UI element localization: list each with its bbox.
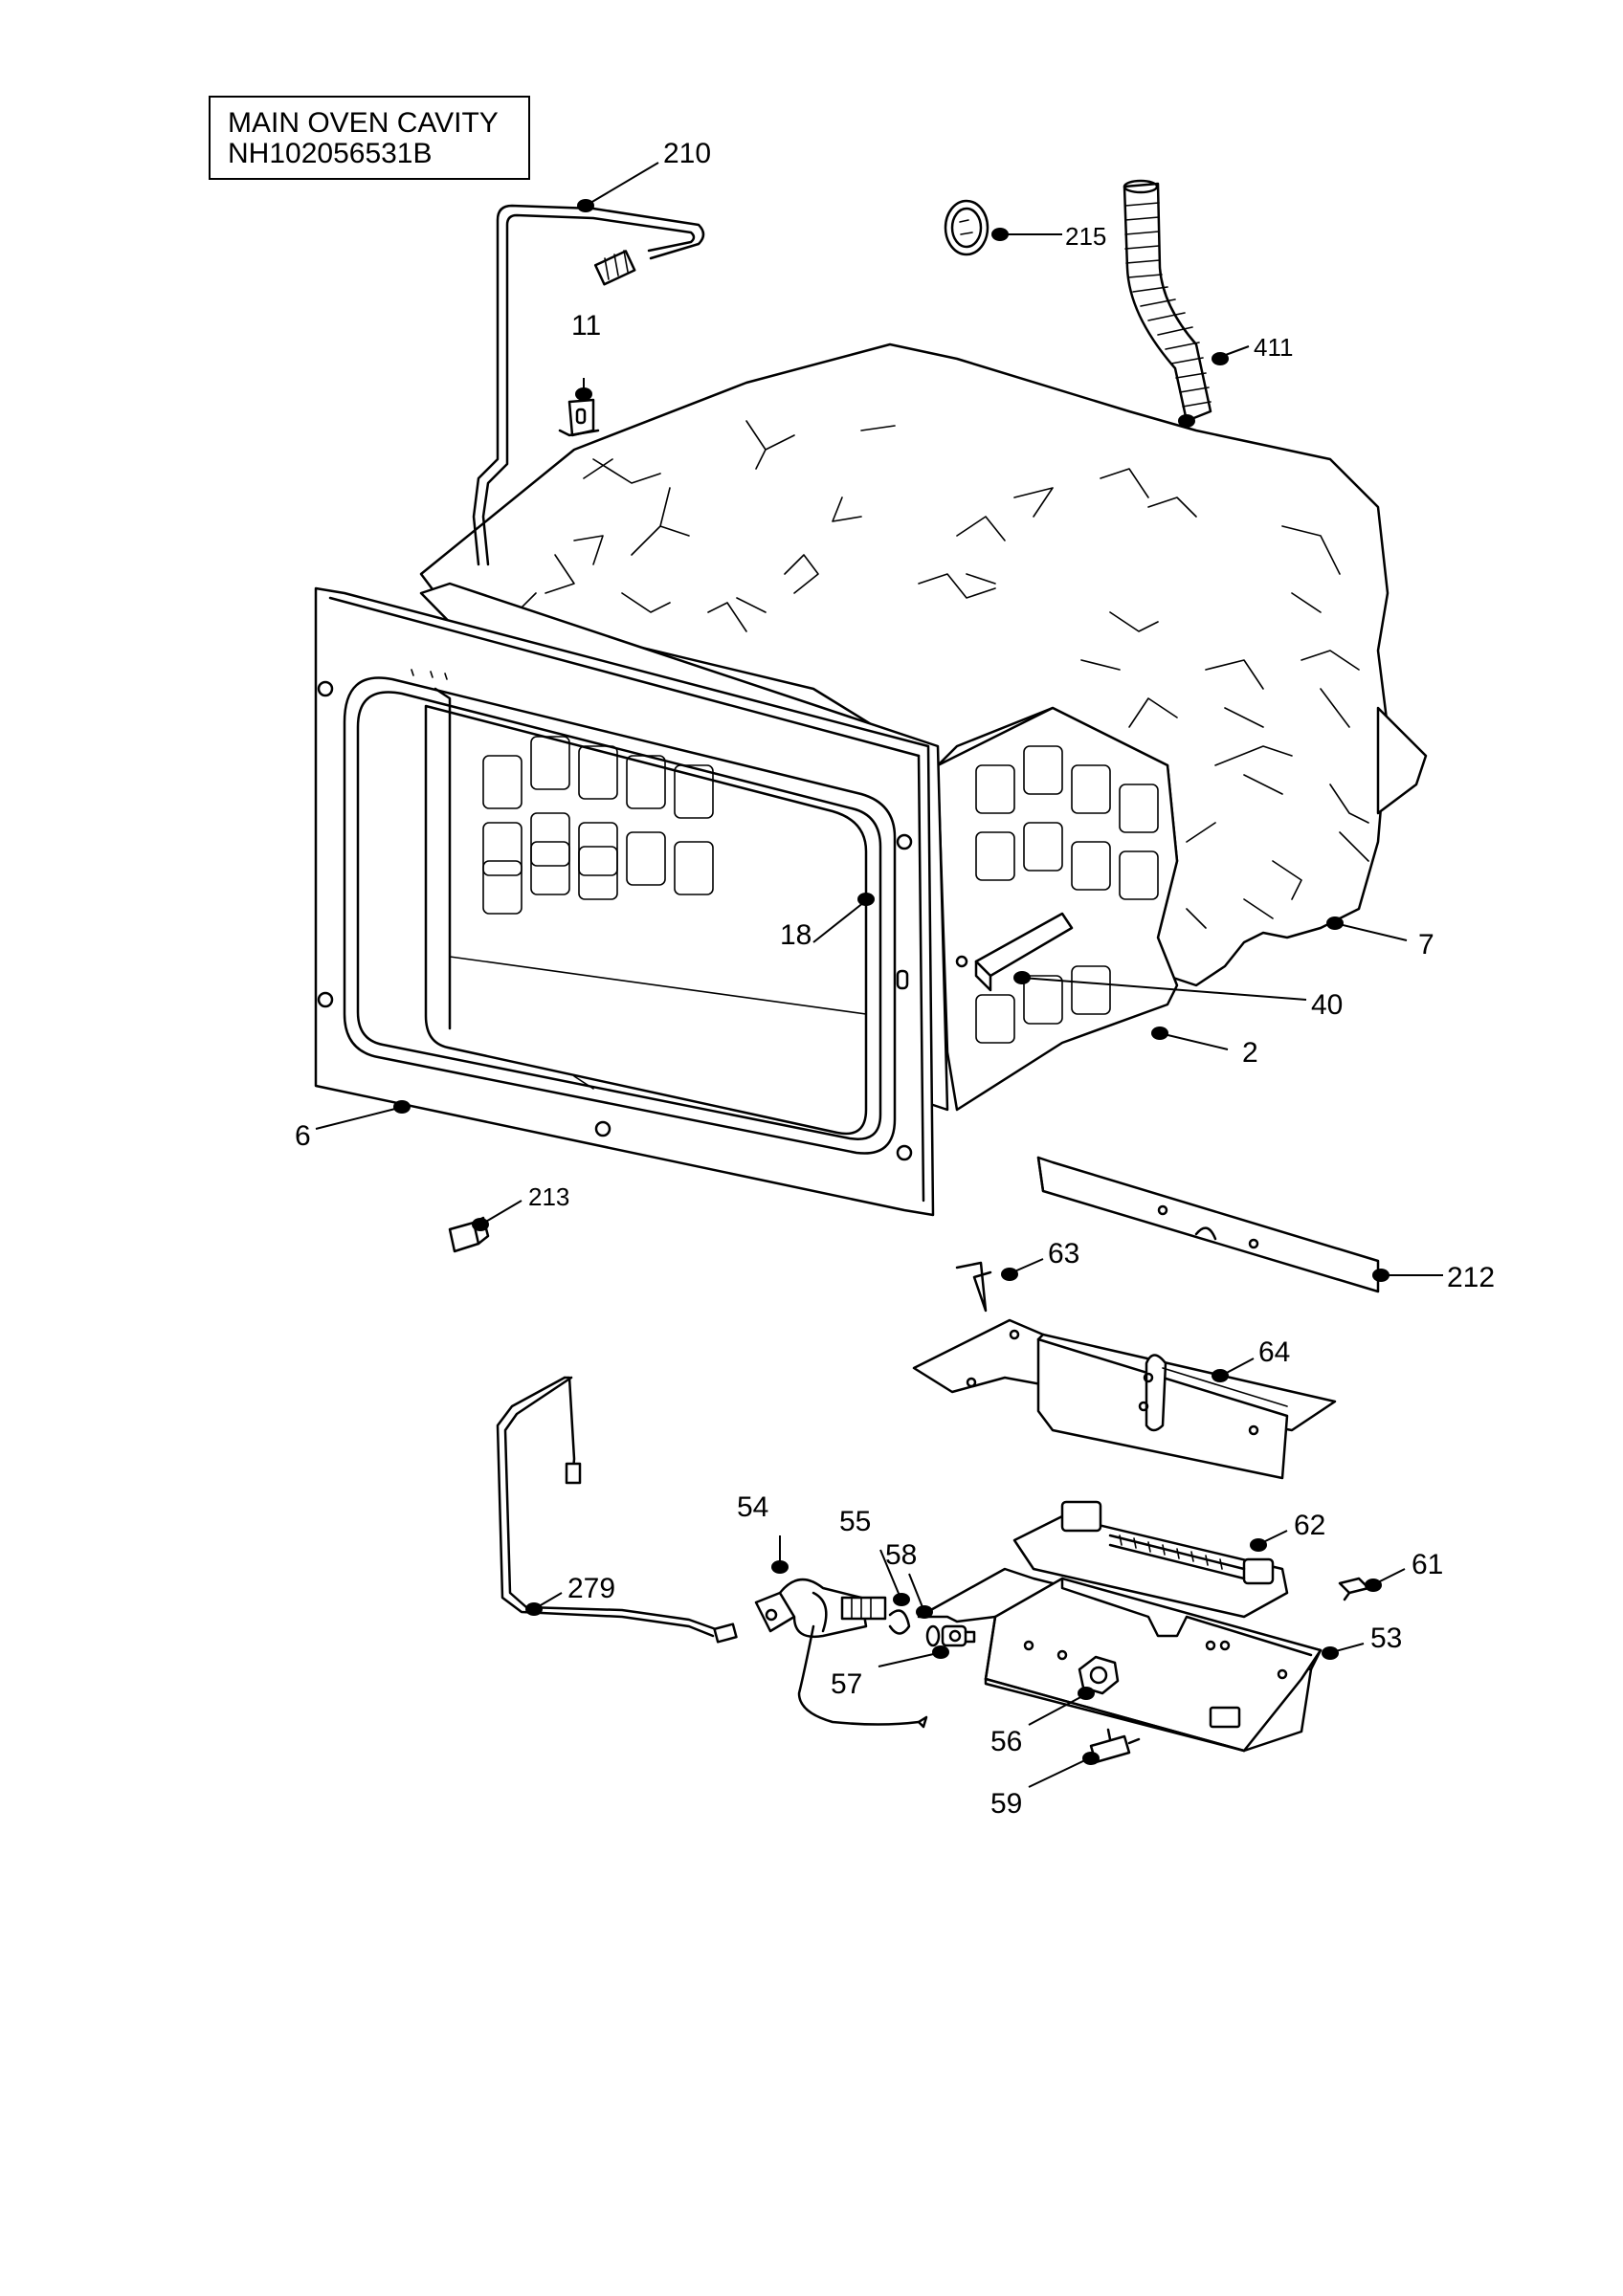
oven-burner xyxy=(1012,1500,1289,1619)
orifice-nut xyxy=(941,1624,976,1647)
callout-55: 55 xyxy=(839,1506,871,1537)
callout-dots xyxy=(393,199,1390,1765)
washer xyxy=(925,1624,941,1647)
burner-box xyxy=(917,1567,1323,1753)
gas-valve xyxy=(754,1578,928,1729)
callout-57: 57 xyxy=(831,1668,862,1700)
callout-213: 213 xyxy=(528,1182,569,1211)
diagram-title-box: MAIN OVEN CAVITY NH102056531B xyxy=(209,96,530,180)
callout-63: 63 xyxy=(1048,1238,1079,1269)
callout-53: 53 xyxy=(1370,1623,1402,1654)
callout-62: 62 xyxy=(1294,1510,1325,1541)
callout-58: 58 xyxy=(885,1539,917,1571)
callout-61: 61 xyxy=(1412,1549,1443,1580)
callout-7: 7 xyxy=(1418,929,1434,960)
callout-215: 215 xyxy=(1065,222,1106,251)
callout-59: 59 xyxy=(990,1788,1022,1820)
callout-11: 11 xyxy=(571,310,601,342)
diagram-title: MAIN OVEN CAVITY xyxy=(228,107,499,139)
callout-40: 40 xyxy=(1311,989,1343,1021)
door-frame-shield xyxy=(573,1075,594,1090)
callout-leaders xyxy=(315,162,1443,1788)
sensor-bracket xyxy=(955,912,1074,992)
hole-plug xyxy=(944,199,989,256)
insulation-blanket xyxy=(419,342,1428,987)
mounting-screw xyxy=(1338,1577,1370,1601)
gas-tube xyxy=(472,204,705,566)
callout-2: 2 xyxy=(1242,1037,1258,1069)
diagram-part-number: NH102056531B xyxy=(228,138,433,169)
vent-duct xyxy=(1123,179,1212,423)
igniter-cable xyxy=(496,1376,738,1644)
burner-shield xyxy=(1036,1156,1380,1293)
cavity-side-panel xyxy=(936,706,1179,1112)
front-frame xyxy=(314,586,935,1217)
callout-210: 210 xyxy=(663,138,711,169)
callout-279: 279 xyxy=(567,1573,615,1604)
spring-washer xyxy=(888,1609,911,1635)
callout-6: 6 xyxy=(295,1120,311,1152)
callout-56: 56 xyxy=(990,1726,1022,1757)
callout-54: 54 xyxy=(737,1491,768,1523)
spring-clip xyxy=(955,1261,992,1313)
tube-clip xyxy=(558,398,600,437)
callout-64: 64 xyxy=(1258,1336,1290,1368)
callout-18: 18 xyxy=(780,919,812,951)
burner-baffle xyxy=(912,1318,1337,1480)
callout-labels: 210 215 11 411 18 7 40 2 6 213 63 212 64… xyxy=(295,138,1495,1820)
callout-411: 411 xyxy=(1254,333,1293,362)
callout-212: 212 xyxy=(1447,1262,1495,1293)
